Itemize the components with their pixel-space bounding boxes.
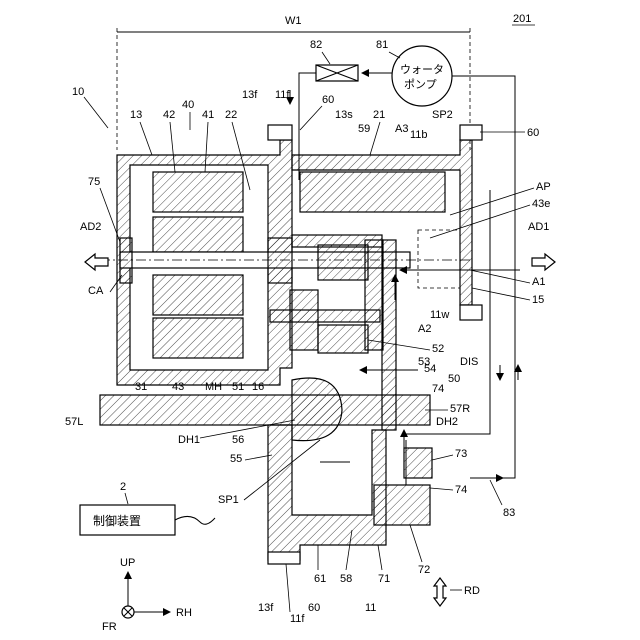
controller-label: 制御装置 <box>93 513 141 528</box>
label-13f-top: 13f <box>242 89 258 101</box>
label-15: 15 <box>532 294 544 306</box>
bearing-ca <box>120 238 132 283</box>
arrow-rd <box>434 578 446 606</box>
oil-pump-72 <box>374 485 430 525</box>
figure-number: 201 <box>513 13 531 25</box>
oil-cooler-73 <box>404 448 432 478</box>
label-22: 22 <box>225 109 237 121</box>
label-81: 81 <box>376 39 388 51</box>
label-54: 54 <box>424 363 436 375</box>
label-11f-top: 11f <box>275 89 290 101</box>
label-a3: A3 <box>395 123 408 135</box>
label-11f-bot: 11f <box>290 613 305 625</box>
label-ap: AP <box>536 181 551 193</box>
label-31: 31 <box>135 381 147 393</box>
gear-52 <box>318 325 368 353</box>
gear-51 <box>318 245 368 280</box>
label-dh2: DH2 <box>436 416 458 428</box>
label-mh: MH <box>205 381 222 393</box>
dimension-label: W1 <box>285 15 302 27</box>
wall-plate-59 <box>365 240 383 350</box>
label-60-bot: 60 <box>308 602 320 614</box>
label-51: 51 <box>232 381 244 393</box>
differential-56 <box>292 378 342 441</box>
label-rd: RD <box>464 585 480 597</box>
label-74b: 74 <box>455 484 467 496</box>
label-43: 43 <box>172 381 184 393</box>
label-73: 73 <box>455 448 467 460</box>
label-rh: RH <box>176 607 192 619</box>
label-up: UP <box>120 557 135 569</box>
arrow-ad2 <box>85 254 108 270</box>
inverter-module <box>300 172 445 212</box>
label-13: 13 <box>130 109 142 121</box>
label-fr: FR <box>102 621 117 633</box>
label-83: 83 <box>503 507 515 519</box>
label-2: 2 <box>120 481 126 493</box>
label-40: 40 <box>182 99 194 111</box>
signal-wire <box>175 516 215 524</box>
label-11: 11 <box>365 602 376 614</box>
label-60-top: 60 <box>322 94 334 106</box>
label-a1: A1 <box>532 276 545 288</box>
label-13s: 13s <box>335 109 353 121</box>
label-61: 61 <box>314 573 326 585</box>
stator-core-bottom <box>153 318 243 358</box>
label-ad1: AD1 <box>528 221 549 233</box>
label-ad2: AD2 <box>80 221 101 233</box>
label-58: 58 <box>340 573 352 585</box>
label-16: 16 <box>252 381 264 393</box>
drive-shaft <box>100 395 430 425</box>
flange-right-top <box>460 125 482 140</box>
label-57r: 57R <box>450 403 470 415</box>
gear-housing-11 <box>268 425 386 560</box>
label-72: 72 <box>418 564 430 576</box>
stator-core-upper <box>153 172 243 212</box>
label-dh1: DH1 <box>178 434 200 446</box>
label-dis: DIS <box>460 356 478 368</box>
label-21: 21 <box>373 109 385 121</box>
flange-right-bottom <box>460 305 482 320</box>
label-11b: 11b <box>410 129 428 141</box>
label-50: 50 <box>448 373 460 385</box>
label-43e: 43e <box>532 198 550 210</box>
label-60-right: 60 <box>527 127 539 139</box>
label-10: 10 <box>72 86 84 98</box>
label-ca: CA <box>88 285 104 297</box>
water-pump <box>392 46 452 106</box>
arrow-ad1 <box>532 254 555 270</box>
label-11w: 11w <box>430 309 449 321</box>
label-56: 56 <box>232 434 244 446</box>
pump-label-line1: ウォータ <box>400 63 444 76</box>
label-a2: A2 <box>418 323 431 335</box>
label-75: 75 <box>88 176 100 188</box>
label-sp2: SP2 <box>432 109 453 121</box>
label-57l: 57L <box>65 416 83 428</box>
label-59: 59 <box>358 123 370 135</box>
label-71: 71 <box>378 573 390 585</box>
label-41: 41 <box>202 109 214 121</box>
label-42: 42 <box>163 109 175 121</box>
stator-core-lower <box>153 275 243 315</box>
label-13f-bot: 13f <box>258 602 274 614</box>
label-82: 82 <box>310 39 322 51</box>
countershaft-54 <box>270 310 380 322</box>
bearing-wall-16 <box>268 238 292 283</box>
flange-bottom <box>268 552 300 564</box>
label-74a: 74 <box>432 383 444 395</box>
label-sp1: SP1 <box>218 494 239 506</box>
label-52: 52 <box>432 343 444 355</box>
label-55: 55 <box>230 453 242 465</box>
flange-top <box>268 125 292 140</box>
air-pump-ap <box>418 230 460 288</box>
stator-core-mid <box>153 217 243 252</box>
pump-label-line2: ポンプ <box>404 78 437 91</box>
